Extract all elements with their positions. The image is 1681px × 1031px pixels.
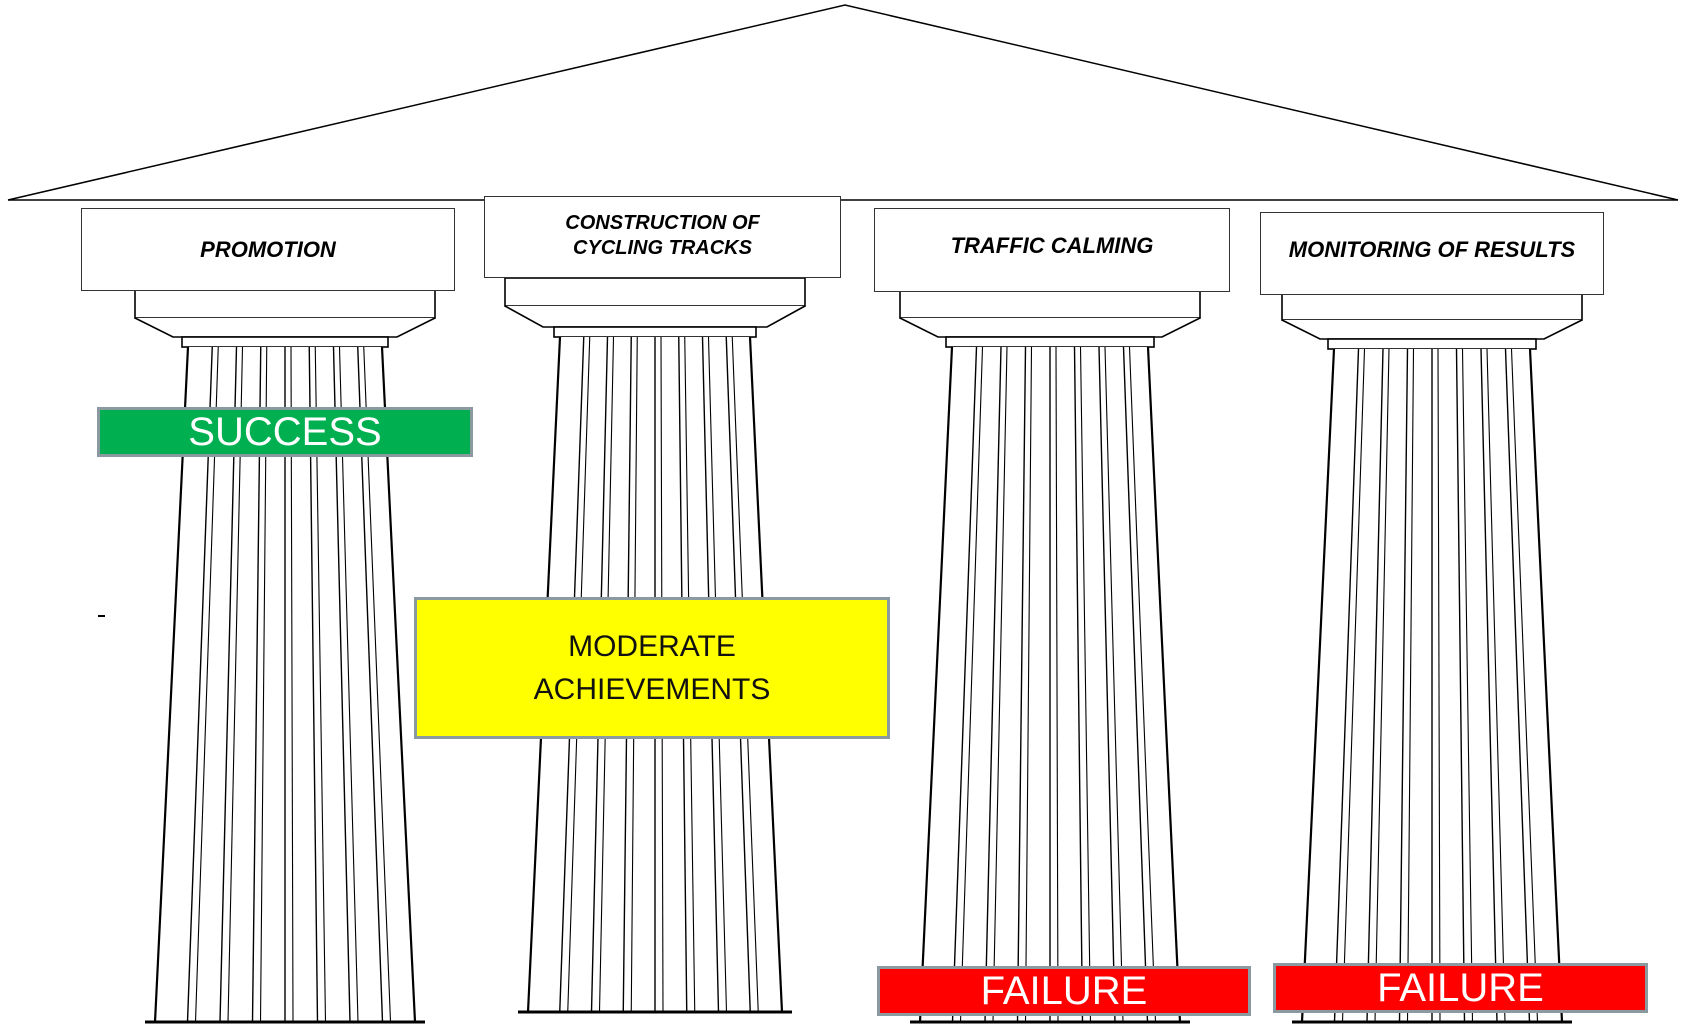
- column-flute: [1486, 348, 1506, 1023]
- column-flute: [1073, 346, 1084, 1023]
- column-flute: [959, 346, 984, 1023]
- column-flute: [1437, 348, 1441, 1023]
- status-moderate-line2: ACHIEVEMENTS: [533, 673, 771, 706]
- label-traffic-calming: TRAFFIC CALMING: [874, 208, 1230, 292]
- column-capital-construction: [504, 277, 806, 307]
- column-flute: [1504, 348, 1531, 1023]
- status-failure-traffic-text: FAILURE: [980, 968, 1148, 1013]
- column-flute: [1461, 348, 1474, 1023]
- column-flute: [227, 346, 244, 1023]
- column-neck-traffic-calming: [945, 336, 1155, 348]
- column-flute: [338, 346, 359, 1023]
- column-flute: [1366, 348, 1384, 1023]
- column-flute: [219, 346, 238, 1023]
- status-success-text: SUCCESS: [188, 409, 382, 454]
- label-construction-line2: CYCLING TRACKS: [573, 237, 752, 259]
- column-capital-promotion: [134, 289, 436, 319]
- column-flute: [1398, 348, 1409, 1023]
- column-echinus-monitoring: [1281, 319, 1583, 340]
- column-neck-monitoring: [1327, 338, 1537, 350]
- temple-roof: [7, 4, 1679, 201]
- column-flute: [1341, 348, 1366, 1023]
- column-flute: [951, 346, 978, 1023]
- column-neck-construction: [553, 326, 757, 338]
- column-flute: [363, 346, 392, 1023]
- label-promotion-text: PROMOTION: [200, 236, 336, 262]
- column-flute: [1480, 348, 1498, 1023]
- column-echinus-promotion: [134, 317, 436, 338]
- column-promotion: [134, 289, 436, 1024]
- label-construction: CONSTRUCTION OF CYCLING TRACKS: [484, 196, 841, 278]
- label-monitoring-text: MONITORING OF RESULTS: [1288, 236, 1576, 262]
- column-flute: [1122, 346, 1149, 1023]
- column-flute: [332, 346, 351, 1023]
- label-monitoring: MONITORING OF RESULTS: [1260, 212, 1604, 295]
- column-monitoring: [1281, 291, 1583, 1024]
- column-flute: [1016, 346, 1027, 1023]
- column-flute: [992, 346, 1008, 1023]
- column-flute: [251, 346, 262, 1023]
- column-capital-traffic-calming: [899, 289, 1201, 319]
- column-flute: [1510, 348, 1539, 1023]
- column-flute: [1024, 346, 1033, 1023]
- status-success: SUCCESS: [97, 407, 473, 457]
- status-moderate: MODERATE ACHIEVEMENTS: [414, 597, 890, 739]
- column-flute: [1333, 348, 1360, 1023]
- column-flute: [1406, 348, 1415, 1023]
- status-failure-monitoring-text: FAILURE: [1377, 965, 1544, 1010]
- column-flute: [1079, 346, 1092, 1023]
- column-flute: [357, 346, 384, 1023]
- column-flute: [1104, 346, 1124, 1023]
- column-neck-promotion: [181, 336, 389, 348]
- column-echinus-traffic-calming: [899, 317, 1201, 338]
- column-flute: [259, 346, 268, 1023]
- column-flute: [1455, 348, 1466, 1023]
- status-moderate-line1: MODERATE: [568, 629, 736, 663]
- column-flute: [290, 346, 294, 1023]
- label-promotion: PROMOTION: [81, 208, 455, 291]
- column-flute: [308, 346, 319, 1023]
- column-flute: [314, 346, 327, 1023]
- column-flute: [194, 346, 219, 1023]
- status-failure-traffic: FAILURE: [877, 966, 1251, 1016]
- column-traffic-calming: [899, 289, 1201, 1024]
- stray-dash-mark: [98, 615, 105, 617]
- status-failure-monitoring: FAILURE: [1273, 963, 1648, 1013]
- column-flute: [984, 346, 1002, 1023]
- column-flute: [1374, 348, 1390, 1023]
- column-flute: [1128, 346, 1157, 1023]
- label-traffic-calming-text: TRAFFIC CALMING: [950, 233, 1154, 259]
- column-capital-monitoring: [1281, 291, 1583, 321]
- column-flute: [186, 346, 213, 1023]
- column-flute: [1055, 346, 1059, 1023]
- column-flute: [1098, 346, 1116, 1023]
- column-echinus-construction: [504, 305, 806, 328]
- label-construction-line1: CONSTRUCTION OF: [565, 212, 760, 234]
